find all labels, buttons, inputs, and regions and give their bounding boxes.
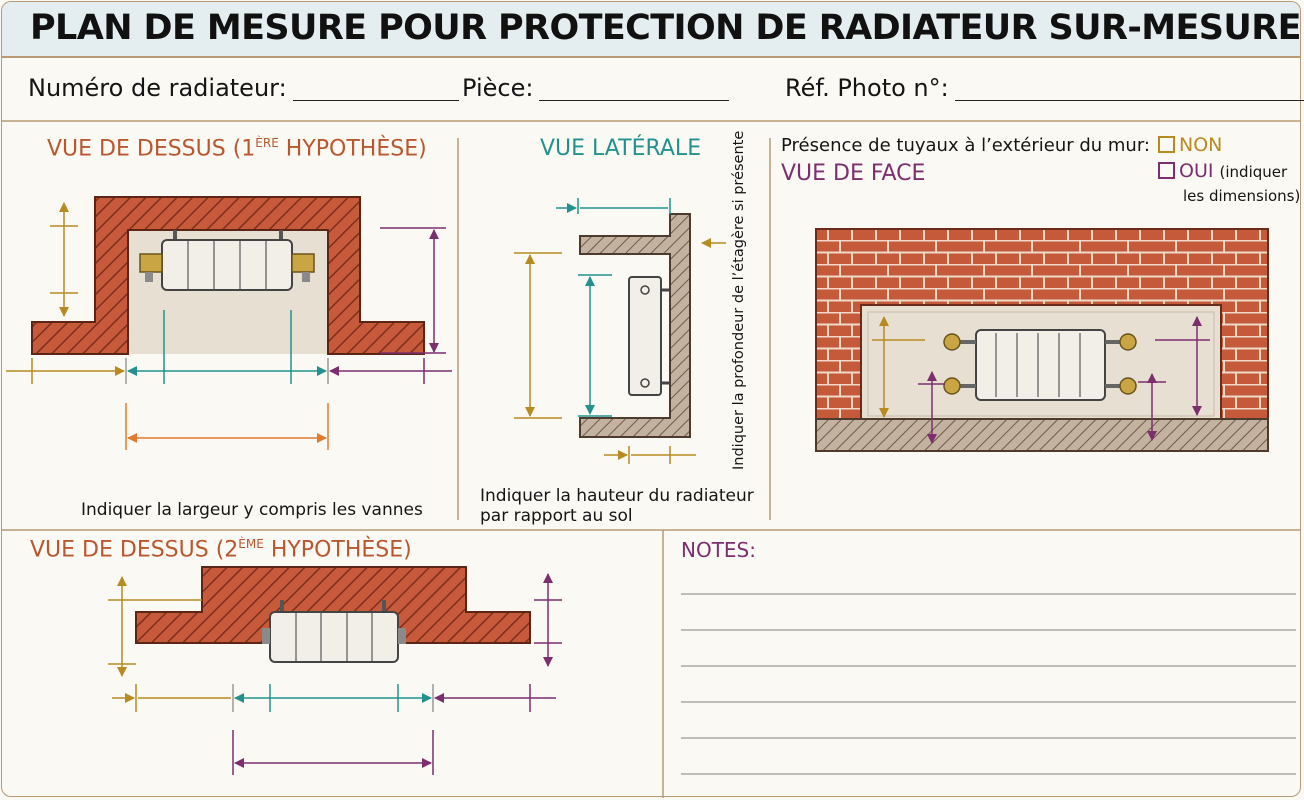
option-no-label: NON (1179, 134, 1223, 156)
front-view-diagram (815, 228, 1269, 452)
checkbox-icon[interactable] (1158, 136, 1175, 153)
top-view-1-diagram (6, 196, 452, 450)
option-yes-note-2: les dimensions) (1183, 187, 1301, 205)
front-view-valve-icon (1119, 377, 1137, 395)
photo-ref-label: Réf. Photo n°: (785, 74, 949, 102)
top-view-1-caption: Indiquer la largeur y compris les vannes (81, 500, 423, 520)
top-view-2-title-suffix: HYPOTHÈSE) (263, 537, 412, 563)
notes-lines[interactable] (681, 593, 1296, 775)
side-view-caption-line2: par rapport au sol (480, 506, 633, 526)
top-view-1-title-sup: ÈRE (255, 136, 279, 150)
checkbox-icon[interactable] (1158, 162, 1175, 179)
room-field[interactable]: Pièce: (462, 74, 730, 102)
top-view-1-radiator (161, 239, 293, 291)
front-view-radiator (975, 329, 1106, 401)
top-view-2-title-sup: ÈME (238, 537, 264, 551)
side-view-diagram (514, 198, 726, 464)
radiator-number-label: Numéro de radiateur: (28, 74, 287, 102)
front-view-valve-icon (943, 333, 961, 351)
option-yes-note-1: (indiquer (1219, 163, 1288, 181)
page-title: PLAN DE MESURE POUR PROTECTION DE RADIAT… (30, 8, 1301, 48)
title-bar: PLAN DE MESURE POUR PROTECTION DE RADIAT… (2, 2, 1301, 58)
side-view-vertical-note: Indiquer la profondeur de l’étagère si p… (731, 130, 747, 470)
photo-ref-field[interactable]: Réf. Photo n°: (785, 74, 1304, 102)
pipes-question: Présence de tuyaux à l’extérieur du mur: (781, 135, 1150, 156)
top-view-2-diagram (108, 566, 562, 775)
top-view-1-left-valve-icon (139, 253, 163, 273)
side-view-title: VUE LATÉRALE (540, 136, 702, 161)
top-view-2-radiator (269, 611, 399, 663)
radiator-number-field[interactable]: Numéro de radiateur: (28, 74, 459, 102)
top-view-1-title-text: VUE DE DESSUS (1 (47, 136, 256, 162)
photo-ref-blank[interactable] (954, 74, 1304, 101)
front-view-valve-icon (1119, 333, 1137, 351)
side-view-radiator (628, 276, 662, 396)
option-no-checkbox[interactable]: NON (1158, 134, 1222, 156)
room-label: Pièce: (462, 74, 534, 102)
top-view-1-right-valve-icon (291, 253, 315, 273)
top-view-2-title-text: VUE DE DESSUS (2 (30, 537, 239, 563)
room-blank[interactable] (539, 74, 730, 101)
front-view-title: VUE DE FACE (781, 161, 926, 186)
side-view-wall (579, 213, 691, 438)
top-view-1-title-suffix: HYPOTHÈSE) (278, 136, 427, 162)
top-view-2-title: VUE DE DESSUS (2ÈME HYPOTHÈSE) (30, 537, 412, 562)
front-view-floor (815, 418, 1269, 452)
side-view-caption: Indiquer la hauteur du radiateur par rap… (480, 486, 754, 526)
front-view-valve-icon (943, 377, 961, 395)
option-yes-label: OUI (1179, 160, 1214, 182)
top-view-1-wall (31, 196, 425, 355)
radiator-number-blank[interactable] (292, 74, 459, 101)
side-view-caption-line1: Indiquer la hauteur du radiateur (480, 486, 754, 506)
top-view-1-title: VUE DE DESSUS (1ÈRE HYPOTHÈSE) (47, 136, 427, 161)
notes-title: NOTES: (681, 538, 756, 562)
option-yes-checkbox[interactable]: OUI (indiquer (1158, 160, 1287, 182)
